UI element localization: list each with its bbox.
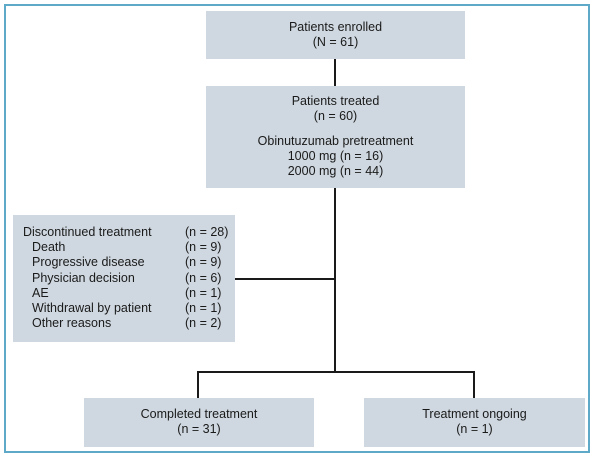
reason-label: Other reasons bbox=[32, 316, 112, 331]
reason-count: (n = 9) bbox=[185, 255, 222, 270]
reason-label: AE bbox=[32, 285, 49, 300]
dose-1000mg: 1000 mg (n = 16) bbox=[287, 149, 384, 163]
enrolled-title: Patients enrolled bbox=[288, 20, 383, 34]
box-patients-treated: Patients treated (n = 60) Obinutuzumab p… bbox=[206, 86, 465, 188]
reason-row-withdrawal: Withdrawal by patient (n = 1) bbox=[23, 301, 227, 316]
reason-row-progressive-disease: Progressive disease (n = 9) bbox=[23, 255, 227, 270]
reason-count: (n = 9) bbox=[185, 240, 222, 255]
reason-count: (n = 6) bbox=[185, 270, 222, 285]
box-patients-enrolled: Patients enrolled (N = 61) bbox=[206, 11, 465, 59]
box-treatment-ongoing: Treatment ongoing (n = 1) bbox=[364, 398, 585, 447]
reason-label: Physician decision bbox=[32, 270, 135, 285]
pretreatment-title: Obinutuzumab pretreatment bbox=[257, 134, 414, 148]
reason-row-death: Death (n = 9) bbox=[23, 240, 227, 255]
reason-count: (n = 1) bbox=[185, 300, 222, 315]
reason-label: Progressive disease bbox=[32, 255, 145, 270]
ongoing-title: Treatment ongoing bbox=[422, 407, 527, 421]
box-discontinued-treatment: Discontinued treatment (n = 28) Death (n… bbox=[13, 215, 235, 342]
reason-count: (n = 2) bbox=[185, 316, 222, 331]
treated-count: (n = 60) bbox=[313, 109, 358, 123]
discontinued-count: (n = 28) bbox=[185, 225, 229, 239]
treated-title: Patients treated bbox=[291, 94, 380, 108]
enrolled-count: (N = 61) bbox=[312, 35, 359, 49]
reason-row-ae: AE (n = 1) bbox=[23, 286, 227, 301]
reason-label: Death bbox=[32, 240, 66, 255]
completed-count: (n = 31) bbox=[177, 422, 221, 436]
ongoing-count: (n = 1) bbox=[456, 422, 493, 436]
discontinued-header-row: Discontinued treatment (n = 28) bbox=[23, 225, 229, 240]
reason-row-other: Other reasons (n = 2) bbox=[23, 316, 227, 331]
discontinued-title: Discontinued treatment bbox=[23, 225, 152, 239]
dose-2000mg: 2000 mg (n = 44) bbox=[287, 164, 384, 178]
reason-row-physician-decision: Physician decision (n = 6) bbox=[23, 271, 227, 286]
box-completed-treatment: Completed treatment (n = 31) bbox=[84, 398, 314, 447]
reason-label: Withdrawal by patient bbox=[32, 300, 152, 315]
reason-count: (n = 1) bbox=[185, 285, 222, 300]
completed-title: Completed treatment bbox=[140, 407, 258, 421]
